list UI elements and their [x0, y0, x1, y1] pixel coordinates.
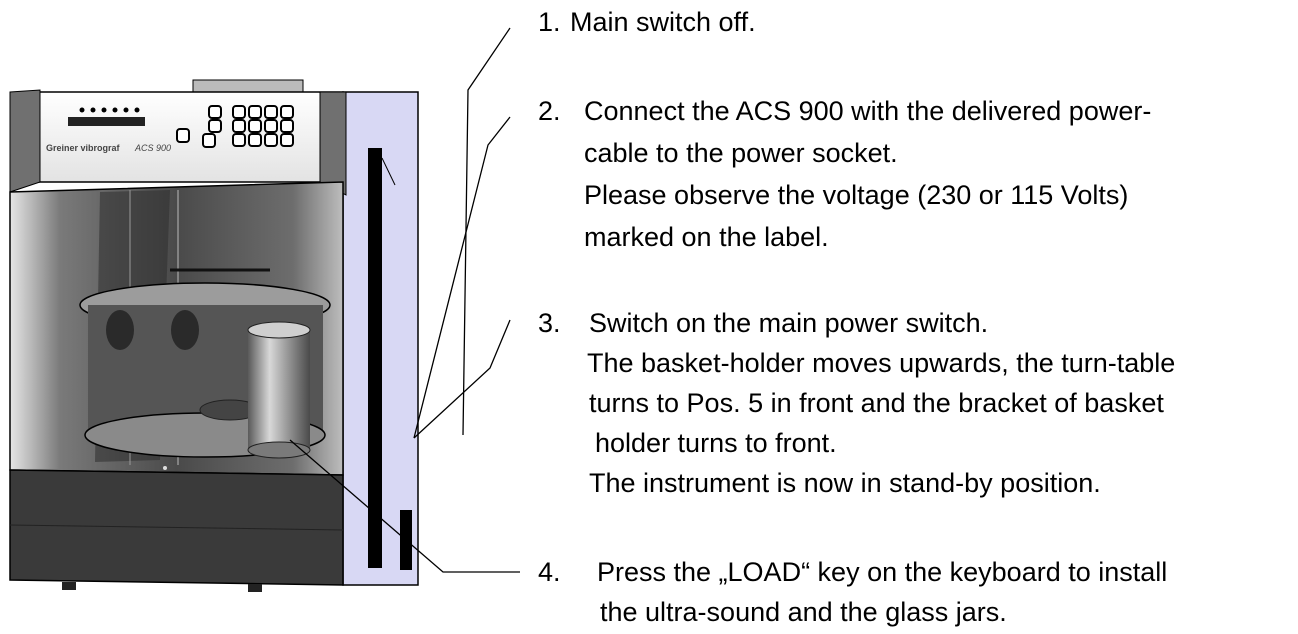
step-text: Connect the ACS 900 with the delivered p…: [584, 96, 1152, 126]
top-handle: [192, 79, 304, 93]
instrument-illustration: Greiner vibrograf ACS 900: [9, 27, 520, 592]
step-text: Main switch off.: [570, 7, 756, 37]
ultrasound-tank: [247, 321, 311, 459]
callout-line-1: [462, 27, 511, 436]
callout-lines: [289, 27, 520, 573]
control-panel: Greiner vibrograf ACS 900: [9, 89, 347, 196]
step-number: 3.: [538, 308, 561, 338]
side-panel: [342, 91, 419, 586]
step-text: turns to Pos. 5 in front and the bracket…: [589, 388, 1164, 418]
instrument-base: [9, 466, 344, 592]
indicator-leds: [79, 107, 140, 113]
step-text: Switch on the main power switch.: [589, 308, 989, 338]
lcd-display: [68, 117, 145, 126]
step-text: the ultra-sound and the glass jars.: [600, 597, 1007, 627]
device-model-label: ACS 900: [134, 143, 171, 153]
step-text: cable to the power socket.: [584, 138, 898, 168]
step-number: 2.: [538, 96, 561, 126]
keypad: [176, 105, 294, 148]
step-text: Please observe the voltage (230 or 115 V…: [584, 180, 1129, 210]
step-text: The basket-holder moves upwards, the tur…: [587, 348, 1176, 378]
step-text: holder turns to front.: [595, 428, 837, 458]
step-number: 1.: [538, 7, 561, 37]
device-brand-label: Greiner vibrograf: [46, 143, 121, 153]
callout-line-3: [413, 319, 511, 439]
callout-line-4: [289, 439, 520, 573]
step-text: The instrument is now in stand-by positi…: [589, 468, 1101, 498]
callout-line-2: [413, 116, 511, 439]
step-text: Press the „LOAD“ key on the keyboard to …: [597, 557, 1168, 587]
step-number: 4.: [538, 557, 561, 587]
step-text: marked on the label.: [584, 222, 829, 252]
